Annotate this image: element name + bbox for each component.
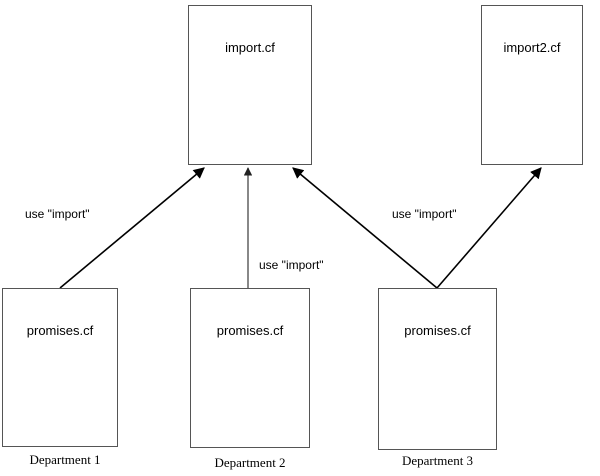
- node-promises3-label: promises.cf: [404, 323, 471, 338]
- node-import2[interactable]: import2.cf: [481, 5, 583, 165]
- edge-label-promises2-to-import: use "import": [259, 258, 324, 272]
- node-promises-department-2[interactable]: promises.cf: [190, 288, 310, 448]
- edge-label-promises3-to-import: use "import": [392, 207, 457, 221]
- node-import[interactable]: import.cf: [188, 5, 312, 165]
- node-promises-department-3[interactable]: promises.cf: [378, 288, 497, 450]
- edge-label-promises1-to-import: use "import": [25, 207, 90, 221]
- node-promises-department-1[interactable]: promises.cf: [2, 288, 118, 447]
- node-import-label: import.cf: [225, 40, 275, 55]
- node-promises1-label: promises.cf: [26, 323, 94, 338]
- edge-promises1-to-import: [59, 167, 205, 289]
- group-label-department-2: Department 2: [214, 455, 286, 470]
- group-label-department-3: Department 3: [401, 453, 474, 468]
- node-import2-label: import2.cf: [503, 40, 561, 55]
- node-promises2-label: promises.cf: [216, 323, 284, 338]
- group-label-department-1: Department 1: [29, 452, 101, 467]
- edge-promises3-to-import2: [436, 167, 542, 289]
